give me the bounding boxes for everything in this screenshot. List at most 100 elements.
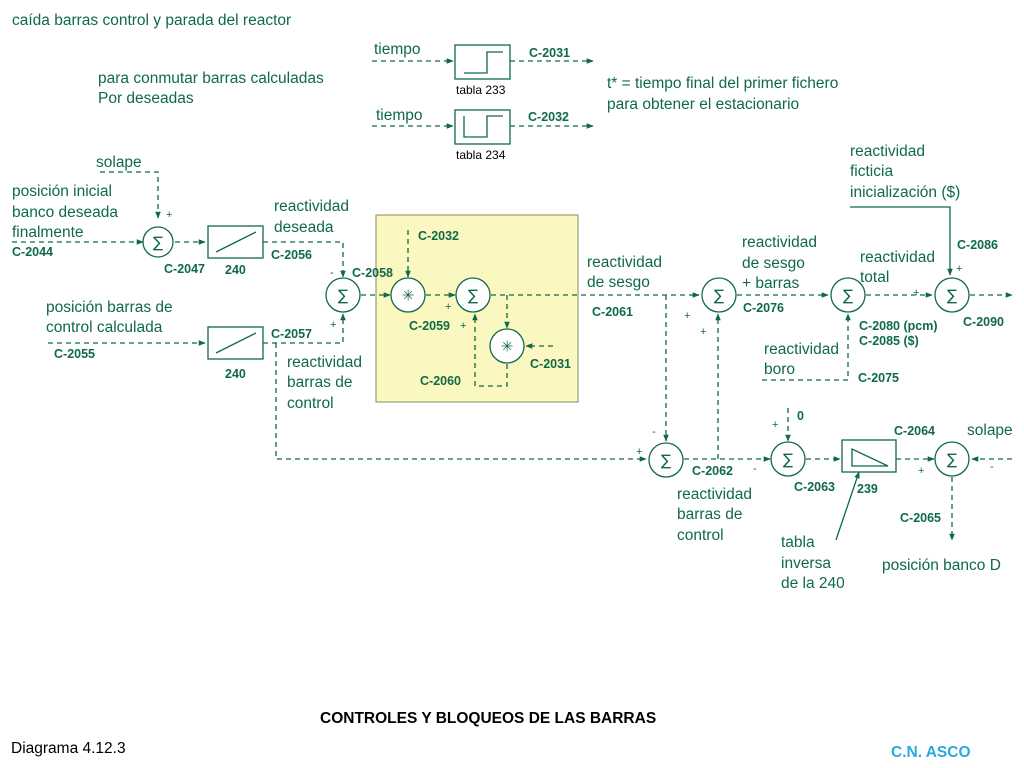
block-240a-label: 240 [225,263,246,277]
diagram-title: caída barras control y parada del reacto… [12,12,291,29]
svg-text:∑: ∑ [947,451,957,469]
solape-label-2: solape [967,422,1013,439]
code-c2075: C-2075 [858,371,899,385]
code-c2062: C-2062 [692,464,733,478]
tiempo-label-1: tiempo [374,41,421,58]
react-sesgo-1: reactividad [587,254,662,271]
code-c2055: C-2055 [54,347,95,361]
react-deseada-2: deseada [274,219,334,236]
svg-text:-: - [330,267,334,279]
multiplier-c2060: ✳ [489,328,525,364]
footer-title: CONTROLES Y BLOQUEOS DE LAS BARRAS [320,710,656,727]
note-conmutar-1: para conmutar barras calculadas [98,70,324,87]
svg-text:-: - [753,463,757,475]
svg-text:+: + [460,320,466,332]
pos-inicial-2: banco deseada [12,204,118,221]
svg-text:∑: ∑ [468,287,478,305]
note-tstar-2: para obtener el estacionario [607,96,799,113]
code-c2060: C-2060 [420,374,461,388]
react-barras-b-2: barras de [677,506,742,523]
react-boro-2: boro [764,361,795,378]
summer-total: ∑ [830,277,866,313]
svg-text:+: + [772,419,778,431]
react-barras-a-2: barras de [287,374,352,391]
svg-text:+: + [700,326,706,338]
multiplier-c2059: ✳ [390,277,426,313]
tabla-234-label: tabla 234 [456,148,506,162]
table-234-block [454,109,511,145]
svg-text:-: - [652,426,656,438]
summer-c2047: ∑ [142,226,174,258]
summer-c2065: ∑ [934,441,970,477]
code-c2031b: C-2031 [530,357,571,371]
tabla-inversa-3: de la 240 [781,575,845,592]
react-sesgo-barras-3: + barras [742,275,800,292]
svg-text:∑: ∑ [843,287,853,305]
zero-input-label: 0 [797,409,804,423]
code-c2044: C-2044 [12,245,53,259]
summer-c2061: ∑ [455,277,491,313]
react-total-1: reactividad [860,249,935,266]
diagram-number: Diagrama 4.12.3 [11,740,126,757]
summer-c2090: ∑ [934,277,970,313]
summer-c2058: ∑ [325,277,361,313]
pos-banco-d: posición banco D [882,557,1001,574]
react-deseada-1: reactividad [274,198,349,215]
code-c2032a: C-2032 [528,110,569,124]
svg-text:✳: ✳ [501,338,514,356]
code-c2059: C-2059 [409,319,450,333]
react-barras-b-1: reactividad [677,486,752,503]
svg-text:-: - [990,461,994,473]
code-c2047: C-2047 [164,262,205,276]
tiempo-label-2: tiempo [376,107,423,124]
brand-label: C.N. ASCO [891,744,971,761]
react-sesgo-2: de sesgo [587,274,650,291]
summer-c2076: ∑ [701,277,737,313]
react-barras-b-3: control [677,527,724,544]
solape-label-1: solape [96,154,142,171]
svg-text:∑: ∑ [714,287,724,305]
react-ficticia-3: inicialización ($) [850,184,960,201]
code-c2063: C-2063 [794,480,835,494]
pos-barras-2: control calculada [46,319,163,336]
block-240b-label: 240 [225,367,246,381]
react-total-2: total [860,269,889,286]
pos-inicial-1: posición inicial [12,183,112,200]
svg-text:∑: ∑ [153,234,163,252]
code-c2032b: C-2032 [418,229,459,243]
code-c2061: C-2061 [592,305,633,319]
code-c2056: C-2056 [271,248,312,262]
svg-text:∑: ∑ [661,452,671,470]
svg-text:+: + [166,209,172,221]
react-ficticia-1: reactividad [850,143,925,160]
react-sesgo-barras-2: de sesgo [742,255,805,272]
code-c2058: C-2058 [352,266,393,280]
tabla-233-label: tabla 233 [456,83,506,97]
code-c2057: C-2057 [271,327,312,341]
svg-text:+: + [636,446,642,458]
svg-text:+: + [330,319,336,331]
svg-text:∑: ∑ [783,451,793,469]
table-233-block [454,44,511,80]
react-boro-1: reactividad [764,341,839,358]
svg-text:✳: ✳ [402,287,415,305]
react-barras-a-1: reactividad [287,354,362,371]
pos-barras-1: posición barras de [46,299,173,316]
note-conmutar-2: Por deseadas [98,90,194,107]
note-tstar-1: t* = tiempo final del primer fichero [607,75,838,92]
react-barras-a-3: control [287,395,334,412]
summer-c2062: ∑ [648,442,684,478]
tabla-inversa-2: inversa [781,555,831,572]
code-c2064: C-2064 [894,424,935,438]
code-c2080: C-2080 (pcm) [859,319,938,333]
svg-text:∑: ∑ [947,287,957,305]
block-239-label: 239 [857,482,878,496]
tabla-inversa-1: tabla [781,534,815,551]
svg-text:+: + [684,310,690,322]
svg-text:+: + [918,465,924,477]
code-c2031a: C-2031 [529,46,570,60]
code-c2065: C-2065 [900,511,941,525]
svg-text:∑: ∑ [338,287,348,305]
